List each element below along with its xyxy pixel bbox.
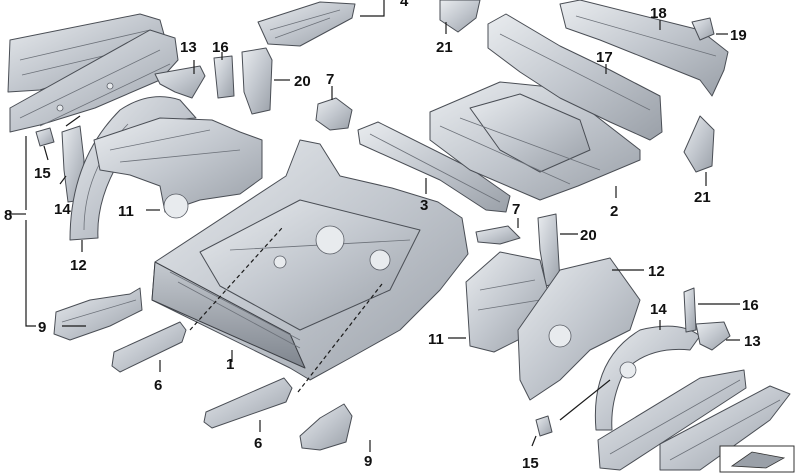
callout-1: 1 bbox=[226, 356, 234, 373]
part-11-inner-panel-left bbox=[93, 117, 263, 219]
part-13-bracket-right bbox=[695, 321, 731, 351]
callout-21-right: 21 bbox=[694, 189, 711, 206]
part-21-bracket-top bbox=[439, 0, 481, 33]
part-16-bracket-left bbox=[213, 55, 235, 99]
callout-9-left: 9 bbox=[38, 319, 46, 336]
callout-2: 2 bbox=[610, 203, 618, 220]
callout-9-bottom: 9 bbox=[364, 453, 372, 470]
callout-15-left: 15 bbox=[34, 165, 51, 182]
part-15-cap-left bbox=[35, 127, 55, 147]
part-13-bracket-left bbox=[154, 65, 206, 99]
callout-7-right: 7 bbox=[512, 201, 520, 218]
callout-8: 8 bbox=[4, 207, 12, 224]
part-17-rear-panel bbox=[487, 13, 663, 141]
part-4-panel bbox=[257, 1, 356, 47]
part-9-bracket-bottom bbox=[299, 403, 353, 451]
callout-14-left: 14 bbox=[54, 201, 71, 218]
callout-14-right: 14 bbox=[650, 301, 667, 318]
callout-12-right: 12 bbox=[648, 263, 665, 280]
part-6-sill-rail-center bbox=[203, 377, 293, 429]
part-12-wheelhouse-right bbox=[517, 257, 641, 401]
callout-13-left: 13 bbox=[180, 39, 197, 56]
part-15-cap-right bbox=[535, 415, 553, 437]
part-3-floor-crossmember bbox=[357, 121, 511, 213]
callout-16-left: 16 bbox=[212, 39, 229, 56]
leader-lines bbox=[10, 0, 740, 452]
callout-20-right: 20 bbox=[580, 227, 597, 244]
callout-19: 19 bbox=[730, 27, 747, 44]
brand-badge-icon bbox=[719, 445, 795, 473]
part-16-bracket-right bbox=[683, 287, 697, 333]
callout-11-left: 11 bbox=[118, 203, 134, 220]
part-21-bracket-right bbox=[683, 115, 715, 173]
callout-16-right: 16 bbox=[742, 297, 759, 314]
part-rear-side-member-right bbox=[597, 369, 791, 471]
callout-13-right: 13 bbox=[744, 333, 761, 350]
part-7-bracket-left bbox=[315, 97, 353, 131]
callout-18: 18 bbox=[650, 5, 667, 22]
part-1-rear-floor-frame bbox=[151, 139, 469, 381]
callout-4: 4 bbox=[400, 0, 409, 10]
callout-20-left: 20 bbox=[294, 73, 311, 90]
part-20-bracket-left bbox=[241, 47, 273, 115]
part-7-bracket-right bbox=[475, 225, 521, 245]
callout-6-left: 6 bbox=[154, 377, 162, 394]
callout-3: 3 bbox=[420, 197, 428, 214]
callout-21-top: 21 bbox=[436, 39, 453, 56]
part-6-sill-rail-left bbox=[111, 321, 187, 373]
callout-labels: 1 2 3 4 6 6 7 7 8 9 9 11 11 12 12 13 13 … bbox=[4, 0, 761, 472]
callout-6-center: 6 bbox=[254, 435, 262, 452]
part-19-bracket bbox=[691, 17, 715, 41]
callout-17: 17 bbox=[596, 49, 613, 66]
callout-7-left: 7 bbox=[326, 71, 334, 88]
callout-12-left: 12 bbox=[70, 257, 87, 274]
callout-11-right: 11 bbox=[428, 331, 444, 348]
part-9-bracket-left bbox=[53, 287, 143, 341]
callout-15-right: 15 bbox=[522, 455, 539, 472]
